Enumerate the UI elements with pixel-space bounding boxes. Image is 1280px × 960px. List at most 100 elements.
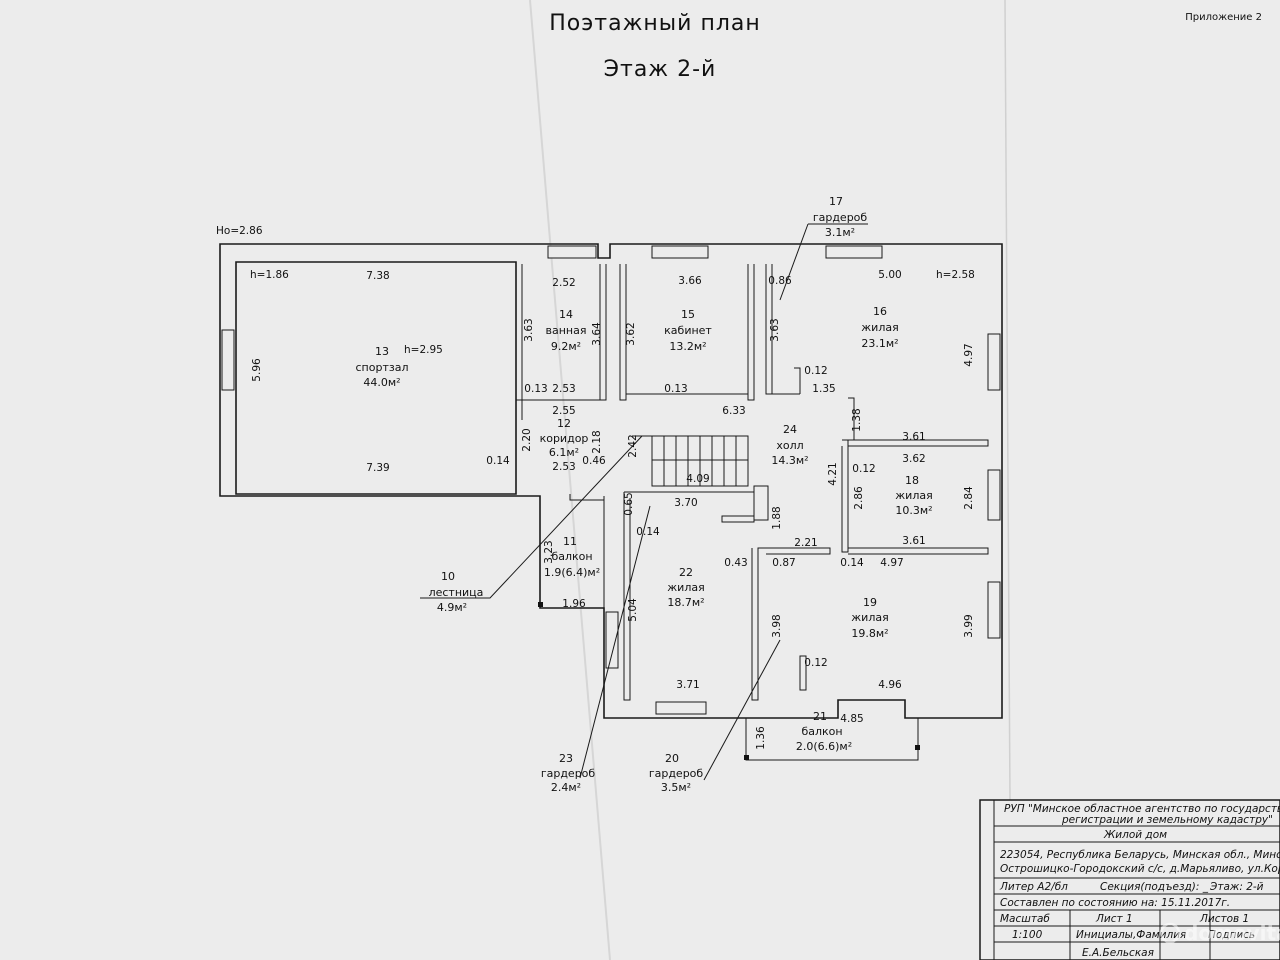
stamp-floor: Этаж: 2-й xyxy=(1209,881,1264,893)
height-h16: h=2.58 xyxy=(936,269,975,281)
stamp-author: Е.А.Бельская xyxy=(1082,947,1154,959)
svg-text:жилая: жилая xyxy=(861,321,898,334)
svg-text:4.21: 4.21 xyxy=(827,462,839,485)
windows xyxy=(221,245,1001,715)
svg-text:0.43: 0.43 xyxy=(724,557,747,569)
svg-text:1.9(6.4)м²: 1.9(6.4)м² xyxy=(544,566,600,579)
room-18: 18 жилая 10.3м² xyxy=(895,474,932,517)
svg-text:3.63: 3.63 xyxy=(769,318,781,341)
svg-text:2.52: 2.52 xyxy=(552,277,575,289)
svg-text:22: 22 xyxy=(679,566,693,579)
stamp-org-line2: регистрации и земельному кадастру" xyxy=(1061,814,1273,826)
svg-text:3.70: 3.70 xyxy=(674,497,697,509)
stamp-scale-label: Масштаб xyxy=(1000,913,1050,925)
stamp-address-1: 223054, Республика Беларусь, Минская обл… xyxy=(1000,849,1280,861)
room-14: 14 ванная 9.2м² xyxy=(546,308,587,353)
paper-fold xyxy=(529,0,611,960)
svg-text:кабинет: кабинет xyxy=(664,324,712,337)
svg-text:3.99: 3.99 xyxy=(963,614,975,637)
svg-text:0.86: 0.86 xyxy=(768,275,792,287)
svg-text:5.96: 5.96 xyxy=(251,358,263,382)
svg-text:жилая: жилая xyxy=(667,581,704,594)
svg-text:11: 11 xyxy=(563,535,577,548)
svg-text:4.85: 4.85 xyxy=(840,713,863,725)
svg-text:2.53: 2.53 xyxy=(552,461,575,473)
svg-text:3.1м²: 3.1м² xyxy=(825,226,855,239)
height-h13: h=1.86 xyxy=(250,269,289,281)
room-24: 24 холл 14.3м² xyxy=(771,423,808,467)
svg-text:9.2м²: 9.2м² xyxy=(551,340,581,353)
room-22: 22 жилая 18.7м² xyxy=(667,566,704,609)
stairs xyxy=(632,435,749,487)
svg-text:балкон: балкон xyxy=(551,550,592,563)
svg-text:холл: холл xyxy=(776,439,803,452)
svg-text:0.14: 0.14 xyxy=(486,455,510,467)
stamp-initials: Инициалы,Фамилия xyxy=(1076,929,1186,941)
svg-text:0.13: 0.13 xyxy=(664,383,687,395)
svg-text:1.35: 1.35 xyxy=(812,383,835,395)
title-block: РУП "Минское областное агентство по госу… xyxy=(979,799,1280,960)
height-h13b: h=2.95 xyxy=(404,344,443,356)
room-20: 20 гардероб 3.5м² xyxy=(649,752,704,794)
svg-text:0.12: 0.12 xyxy=(804,657,827,669)
svg-text:гардероб: гардероб xyxy=(649,767,704,780)
svg-text:2.86: 2.86 xyxy=(853,486,865,510)
svg-text:0.12: 0.12 xyxy=(804,365,827,377)
svg-text:19.8м²: 19.8м² xyxy=(851,627,888,640)
svg-text:1.88: 1.88 xyxy=(771,506,783,529)
svg-text:0.65: 0.65 xyxy=(623,492,635,515)
svg-text:3.63: 3.63 xyxy=(523,318,535,341)
stamp-litera: Литер А2/бл xyxy=(999,881,1068,893)
svg-text:24: 24 xyxy=(783,423,797,436)
plan-title: Поэтажный план xyxy=(549,11,761,36)
paper-fold xyxy=(1004,0,1011,801)
svg-text:3.71: 3.71 xyxy=(676,679,699,691)
floor-title: Этаж 2-й xyxy=(604,57,717,82)
svg-text:20: 20 xyxy=(665,752,679,765)
svg-text:6.33: 6.33 xyxy=(722,405,745,417)
svg-text:3.61: 3.61 xyxy=(902,431,925,443)
svg-text:2.0(6.6)м²: 2.0(6.6)м² xyxy=(796,740,852,753)
svg-text:4.96: 4.96 xyxy=(878,679,902,691)
svg-text:0.13: 0.13 xyxy=(524,383,547,395)
room-23: 23 гардероб 2.4м² xyxy=(541,752,596,794)
room-11: 11 балкон 1.9(6.4)м² xyxy=(544,535,600,579)
svg-text:1.38: 1.38 xyxy=(851,408,863,431)
svg-text:2.42: 2.42 xyxy=(627,434,639,457)
svg-text:2.53: 2.53 xyxy=(552,383,575,395)
svg-text:коридор: коридор xyxy=(540,432,589,445)
svg-text:15: 15 xyxy=(681,308,695,321)
svg-text:44.0м²: 44.0м² xyxy=(363,376,400,389)
svg-text:3.23: 3.23 xyxy=(543,540,555,563)
svg-text:0.14: 0.14 xyxy=(636,526,660,538)
svg-text:3.98: 3.98 xyxy=(771,614,783,637)
svg-text:жилая: жилая xyxy=(895,489,932,502)
stamp-section: Секция(подъезд): _ xyxy=(1100,881,1209,893)
appendix-label: Приложение 2 xyxy=(1185,12,1262,23)
room-19: 19 жилая 19.8м² xyxy=(851,596,888,640)
watermark: domovita xyxy=(1159,921,1280,945)
svg-text:19: 19 xyxy=(863,596,877,609)
stamp-state-date: Составлен по состоянию на: 15.11.2017г. xyxy=(1000,897,1230,909)
svg-text:гардероб: гардероб xyxy=(813,211,868,224)
svg-text:23.1м²: 23.1м² xyxy=(861,337,898,350)
svg-text:лестница: лестница xyxy=(429,586,484,599)
room-21: 21 балкон 2.0(6.6)м² xyxy=(796,710,852,753)
dimension-labels: 7.38 5.96 7.39 2.52 3.63 3.64 0.13 2.53 … xyxy=(251,269,975,750)
stamp-address-2: Острошицко-Городокский с/с, д.Марьяливо,… xyxy=(1000,863,1280,875)
svg-text:domovita: domovita xyxy=(1184,921,1280,945)
svg-text:18.7м²: 18.7м² xyxy=(667,596,704,609)
svg-text:0.87: 0.87 xyxy=(772,557,795,569)
svg-text:жилая: жилая xyxy=(851,611,888,624)
svg-text:17: 17 xyxy=(829,195,843,208)
room-12: 12 коридор 6.1м² xyxy=(540,417,589,459)
svg-text:12: 12 xyxy=(557,417,571,430)
leader-lines xyxy=(420,223,868,781)
svg-text:2.21: 2.21 xyxy=(794,537,817,549)
svg-text:2.20: 2.20 xyxy=(521,428,533,451)
svg-text:6.1м²: 6.1м² xyxy=(549,446,579,459)
stamp-object: Жилой дом xyxy=(1103,829,1167,841)
balconies xyxy=(538,496,920,761)
svg-text:21: 21 xyxy=(813,710,827,723)
svg-text:3.5м²: 3.5м² xyxy=(661,781,691,794)
